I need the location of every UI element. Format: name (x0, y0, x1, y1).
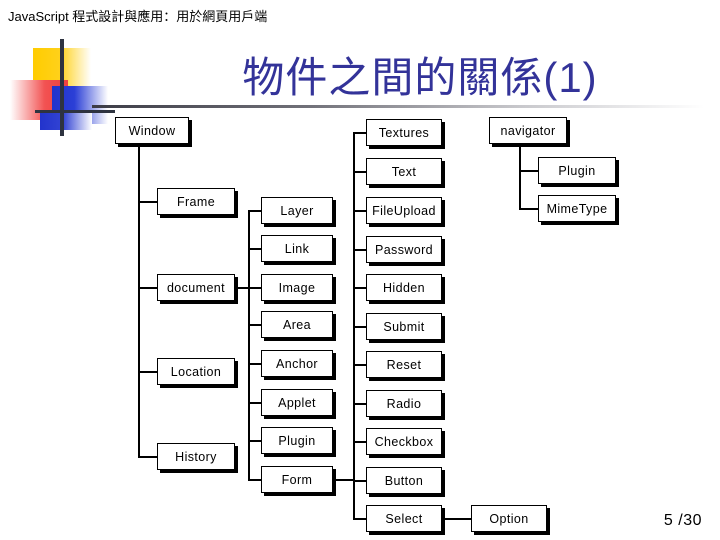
connector-nav-mimetype (519, 208, 538, 210)
connector-nav-trunk (519, 144, 521, 209)
node-text[interactable]: Text (366, 158, 442, 185)
connector-form-stub (333, 479, 353, 481)
node-label: Applet (278, 395, 316, 410)
connector-form-text (353, 171, 366, 173)
connector-doc-applet (248, 402, 261, 404)
node-form[interactable]: Form (261, 466, 333, 493)
node-navigator[interactable]: navigator (489, 117, 567, 144)
node-label: Link (284, 241, 310, 256)
node-label: Frame (176, 194, 216, 209)
node-applet[interactable]: Applet (261, 389, 333, 416)
node-label: Area (282, 317, 311, 332)
node-label: navigator (500, 123, 556, 138)
node-layer[interactable]: Layer (261, 197, 333, 224)
connector-form-password (353, 249, 366, 251)
node-password[interactable]: Password (366, 236, 442, 263)
node-option[interactable]: Option (471, 505, 547, 532)
node-button[interactable]: Button (366, 467, 442, 494)
slide-title: 物件之間的關係(1) (242, 54, 598, 101)
connector-doc-area (248, 324, 261, 326)
node-label: Location (170, 364, 222, 379)
node-label: Password (374, 242, 434, 257)
node-label: Anchor (275, 356, 318, 371)
connector-document-stub (235, 287, 249, 289)
node-label: Option (489, 511, 529, 526)
node-label: document (166, 280, 226, 295)
node-history[interactable]: History (157, 443, 235, 470)
node-frame[interactable]: Frame (157, 188, 235, 215)
node-plugin2[interactable]: Plugin (261, 427, 333, 454)
node-anchor[interactable]: Anchor (261, 350, 333, 377)
connector-form-button (353, 480, 366, 482)
node-radio[interactable]: Radio (366, 390, 442, 417)
node-label: Plugin (558, 163, 596, 178)
node-link[interactable]: Link (261, 235, 333, 262)
connector-doc-image (248, 287, 261, 289)
connector-form-select (353, 518, 366, 520)
connector-form-radio (353, 403, 366, 405)
node-label: Image (278, 280, 316, 295)
connector-doc-anchor (248, 363, 261, 365)
connector-window-document (138, 287, 157, 289)
node-hidden[interactable]: Hidden (366, 274, 442, 301)
title-divider (92, 105, 704, 108)
connector-form-submit (353, 326, 366, 328)
node-window[interactable]: Window (115, 117, 189, 144)
connector-form-trunk (353, 132, 355, 519)
connector-window-history (138, 456, 157, 458)
connector-window-frame (138, 201, 157, 203)
connector-form-checkbox (353, 441, 366, 443)
logo-horizontal-line (35, 110, 115, 113)
connector-window-location (138, 371, 157, 373)
node-label: Select (385, 511, 423, 526)
connector-form-hidden (353, 287, 366, 289)
connector-window-trunk (138, 144, 140, 457)
node-document[interactable]: document (157, 274, 235, 301)
connector-doc-layer (248, 210, 261, 212)
course-header-text: JavaScript 程式設計與應用：用於網頁用戶端 (8, 9, 268, 24)
connector-nav-plugin (519, 170, 538, 172)
node-mimetype[interactable]: MimeType (538, 195, 616, 222)
node-checkbox[interactable]: Checkbox (366, 428, 442, 455)
connector-document-trunk (248, 210, 250, 480)
logo-blue-bar (40, 112, 92, 130)
connector-doc-form (248, 479, 261, 481)
node-image[interactable]: Image (261, 274, 333, 301)
node-label: Layer (280, 203, 314, 218)
logo-vertical-line (60, 39, 64, 136)
node-reset[interactable]: Reset (366, 351, 442, 378)
node-label: Radio (386, 396, 422, 411)
node-label: Form (281, 472, 313, 487)
page-number: 5 /30 (663, 512, 702, 529)
node-location[interactable]: Location (157, 358, 235, 385)
node-label: Hidden (382, 280, 425, 295)
connector-form-textures (353, 132, 366, 134)
connector-select-option (442, 518, 471, 520)
node-label: History (175, 449, 217, 464)
node-label: FileUpload (372, 203, 436, 218)
connector-form-fileupload (353, 210, 366, 212)
node-label: MimeType (546, 201, 608, 216)
node-label: Submit (383, 319, 425, 334)
node-label: Checkbox (374, 434, 434, 449)
node-fileupload[interactable]: FileUpload (366, 197, 442, 224)
node-submit[interactable]: Submit (366, 313, 442, 340)
node-label: Text (391, 164, 417, 179)
connector-doc-link (248, 248, 261, 250)
connector-form-reset (353, 364, 366, 366)
node-label: Window (128, 123, 176, 138)
node-label: Textures (378, 125, 430, 140)
node-label: Plugin (278, 433, 316, 448)
node-label: Reset (386, 357, 422, 372)
connector-doc-plugin (248, 440, 261, 442)
node-area[interactable]: Area (261, 311, 333, 338)
node-select[interactable]: Select (366, 505, 442, 532)
node-label: Button (384, 473, 424, 488)
node-plugin[interactable]: Plugin (538, 157, 616, 184)
node-textures[interactable]: Textures (366, 119, 442, 146)
